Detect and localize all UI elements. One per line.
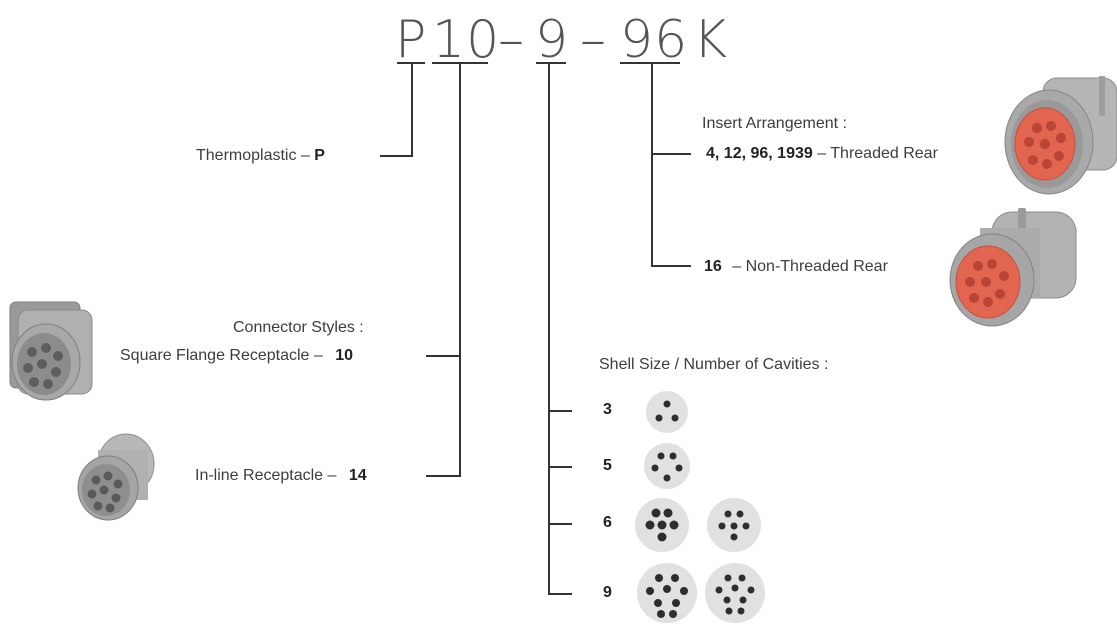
- inline-value: 14: [348, 467, 367, 484]
- leader-nonthreaded-branch: [651, 265, 691, 267]
- inline-label: In-line Receptacle – 14: [195, 466, 367, 486]
- leader-96-vertical: [651, 62, 653, 266]
- shell-size-6: 6: [603, 514, 612, 531]
- leader-14-branch: [426, 475, 461, 477]
- leader-9-vertical: [548, 62, 550, 594]
- leader-p-vertical: [411, 62, 413, 156]
- leader-size-9-branch: [548, 593, 572, 595]
- nonthreaded-rear-connector-image: [949, 208, 1077, 327]
- threaded-label: 4, 12, 96, 1939 – Threaded Rear: [706, 144, 938, 164]
- leader-threaded-branch: [651, 153, 691, 155]
- thermoplastic-text: Thermoplastic –: [196, 147, 310, 164]
- leader-10-branch: [426, 355, 461, 357]
- inline-receptacle-image: [77, 433, 155, 521]
- code-dash-1: –: [498, 10, 525, 70]
- cavity-diagram-9b: [705, 563, 765, 623]
- shell-size-9: 9: [603, 584, 612, 601]
- insert-arrangement-heading: Insert Arrangement :: [702, 115, 847, 132]
- leader-size-6-branch: [548, 523, 572, 525]
- code-size-9: 9: [535, 10, 570, 70]
- cavity-diagram-3: [646, 391, 688, 433]
- nonthreaded-label: 16 – Non-Threaded Rear: [704, 257, 888, 277]
- leader-10-vertical: [459, 62, 461, 476]
- cavity-diagram-9a: [637, 563, 697, 623]
- connector-styles-heading: Connector Styles :: [233, 319, 364, 336]
- square-flange-receptacle-image: [9, 301, 93, 401]
- code-letter-k: K: [693, 10, 729, 70]
- leader-p-horizontal: [380, 155, 413, 157]
- shell-size-heading: Shell Size / Number of Cavities :: [599, 356, 829, 373]
- cavity-diagram-6a: [635, 498, 689, 552]
- threaded-text: – Threaded Rear: [817, 145, 938, 162]
- thermoplastic-value: P: [314, 147, 325, 164]
- square-flange-text: Square Flange Receptacle –: [120, 347, 323, 364]
- leader-size-3-branch: [548, 410, 572, 412]
- nonthreaded-text: – Non-Threaded Rear: [732, 258, 888, 275]
- leader-size-5-branch: [548, 466, 572, 468]
- shell-size-3: 3: [603, 401, 612, 418]
- code-style-10: 10: [432, 10, 501, 70]
- threaded-rear-connector-image: [1004, 76, 1117, 195]
- square-flange-value: 10: [335, 347, 354, 364]
- code-dash-2: –: [580, 10, 607, 70]
- threaded-values: 4, 12, 96, 1939: [706, 145, 813, 162]
- square-flange-label: Square Flange Receptacle – 10: [120, 346, 353, 366]
- shell-size-5: 5: [603, 457, 612, 474]
- cavity-diagram-5: [644, 443, 690, 489]
- inline-text: In-line Receptacle –: [195, 467, 337, 484]
- underline-96: [620, 62, 680, 64]
- thermoplastic-label: Thermoplastic – P: [196, 146, 325, 166]
- underline-9: [536, 62, 566, 64]
- code-insert-96: 96: [620, 10, 689, 70]
- cavity-diagram-6b: [707, 498, 761, 552]
- code-letter-p: P: [395, 10, 428, 70]
- nonthreaded-value: 16: [704, 258, 722, 275]
